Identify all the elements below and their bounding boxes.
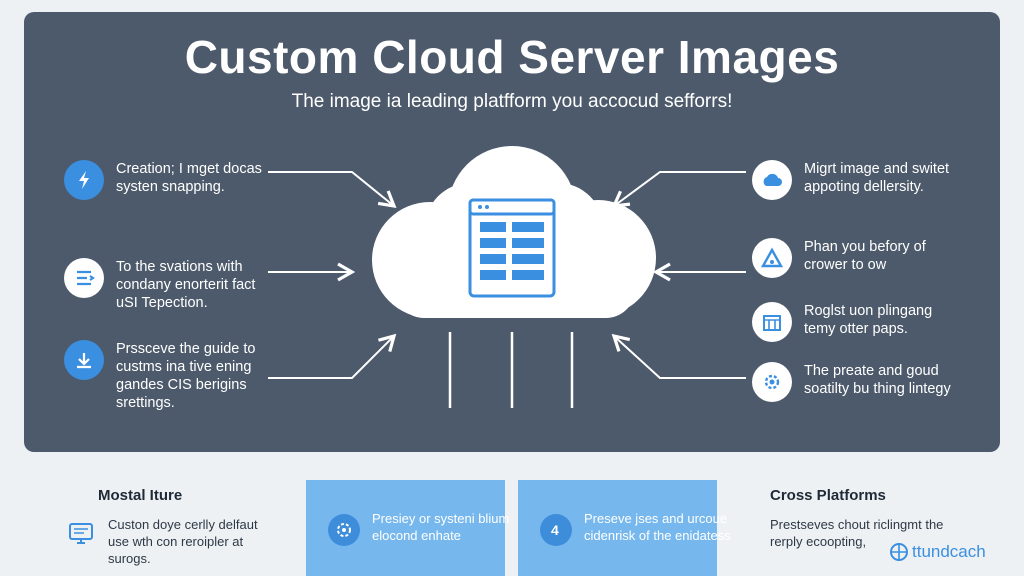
calendar-icon [752,302,792,342]
gear-icon [752,362,792,402]
feature-right-2: Phan you befory of crower to ow [752,238,964,278]
feature-card-2: 4 Preseve jses and urcoue cidenrisk of t… [518,480,731,576]
feature-card-1: Presiey or systeni blium elocond enhate [306,480,509,576]
svg-text:4: 4 [551,522,559,538]
right-arrows [611,171,746,379]
card-text: Presiey or systeni blium elocond enhate [372,511,510,543]
page-subtitle: The image ia leading platfform you accoc… [291,91,733,112]
download-icon [64,340,104,380]
monitor-icon [68,522,94,551]
connector-lines-down [448,332,574,408]
feature-left-1: Creation; I mget docas systen snapping. [64,160,276,200]
feature-left-3: Prssceve the guide to custms ina tive en… [64,340,276,412]
feature-text: Migrt image and switet appoting dellersi… [804,161,950,195]
warning-icon [752,238,792,278]
feature-text: To the svations with condany enorterit f… [116,259,256,311]
number-four-icon: 4 [540,514,572,546]
feature-right-1: Migrt image and switet appoting dellersi… [752,160,964,200]
cloud-icon [752,160,792,200]
right-section-heading: Cross Platforms [770,487,886,504]
brand-icon [890,543,908,561]
feature-right-3: Roglst uon plingang temy otter paps. [752,302,964,342]
brand-logo: ttundcach [888,541,986,563]
feature-text: Prssceve the guide to custms ina tive en… [116,341,256,411]
right-section-text: Prestseves chout riclingmt the rerply ec… [770,517,944,549]
card-text: Preseve jses and urcoue cidenrisk of the… [584,511,731,543]
code-icon [64,258,104,298]
gear-icon [328,514,360,546]
left-arrows [268,171,397,379]
server-image-icon [468,198,556,298]
feature-text: The preate and goud soatilty bu thing li… [804,363,951,397]
left-section-heading: Mostal Iture [98,487,183,504]
feature-text: Roglst uon plingang temy otter paps. [804,303,933,337]
feature-left-2: To the svations with condany enorterit f… [64,258,276,312]
brand-name: ttundcach [912,542,986,561]
feature-right-4: The preate and goud soatilty bu thing li… [752,362,964,402]
page-title: Custom Cloud Server Images [184,31,840,83]
left-section-text: Custon doye cerlly delfaut use wth con r… [108,517,258,566]
feature-text: Phan you befory of crower to ow [804,239,926,273]
lightning-icon [64,160,104,200]
cloud-diagram [268,146,746,408]
feature-text: Creation; I mget docas systen snapping. [116,161,262,195]
